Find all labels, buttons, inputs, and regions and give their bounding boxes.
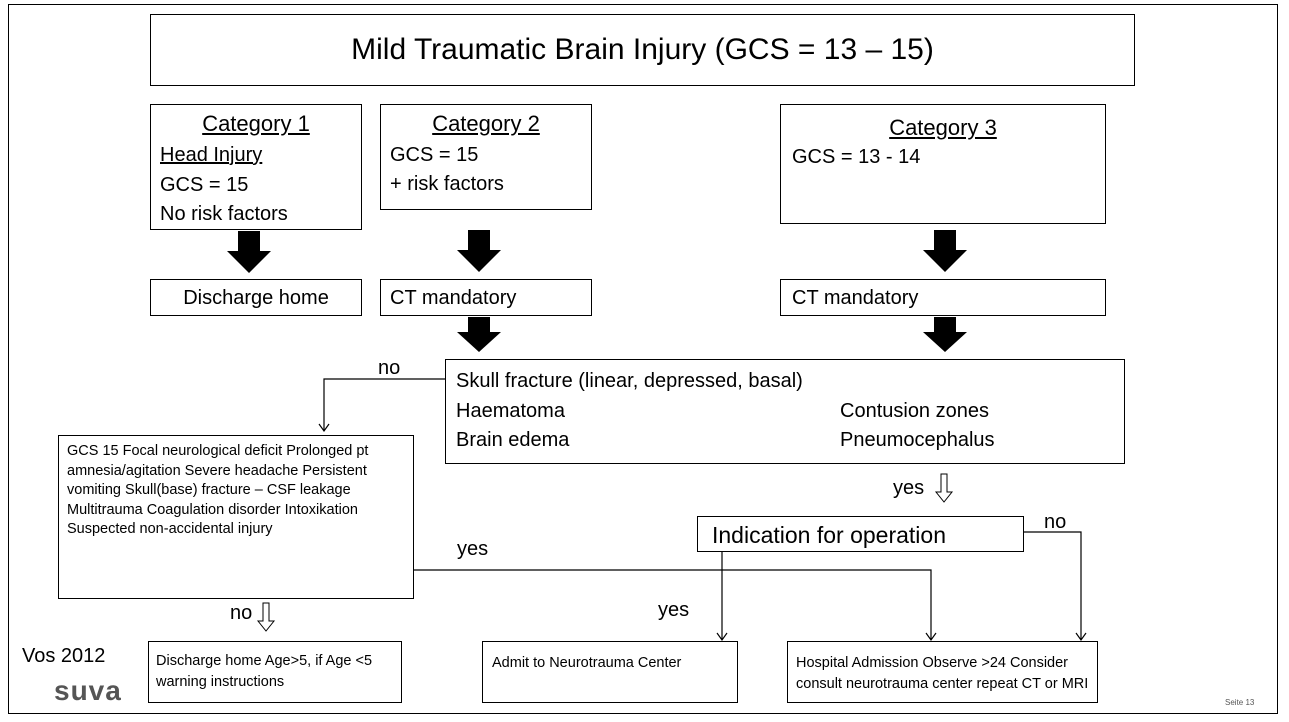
- discharge-age-box: Discharge home Age>5, if Age <5 warning …: [148, 641, 402, 703]
- category-1-heading: Category 1: [202, 111, 310, 136]
- ct-mandatory-3-box: CT mandatory: [780, 279, 1106, 316]
- indication-box: Indication for operation: [697, 516, 1024, 552]
- label-yes-findings: yes: [893, 477, 925, 499]
- ct-mandatory-2-text: CT mandatory: [390, 287, 517, 309]
- label-yes-risk: yes: [457, 538, 489, 560]
- label-no-risk: no: [230, 602, 253, 624]
- title-box: Mild Traumatic Brain Injury (GCS = 13 – …: [150, 14, 1135, 86]
- admit-neurotrauma-box: Admit to Neurotrauma Center: [482, 641, 738, 703]
- risk-factors-box: GCS 15 Focal neurological deficit Prolon…: [58, 435, 414, 599]
- category-3-heading: Category 3: [889, 115, 997, 140]
- hospital-admission-box: Hospital Admission Observe >24 Consider …: [787, 641, 1098, 703]
- category-1-line-2: No risk factors: [160, 203, 288, 225]
- discharge-home-box: Discharge home: [150, 279, 362, 316]
- page-number: Seite 13: [1225, 698, 1255, 707]
- category-2-box: Category 2 GCS = 15 + risk factors: [380, 104, 592, 210]
- findings-right-1: Contusion zones: [840, 400, 989, 422]
- slide-frame: [8, 4, 1278, 714]
- citation-text: Vos 2012: [22, 645, 106, 667]
- findings-left-1: Haematoma: [456, 400, 565, 422]
- category-3-line-1: GCS = 13 - 14: [792, 146, 921, 168]
- discharge-home-text: Discharge home: [183, 287, 329, 309]
- discharge-age-text: Discharge home Age>5, if Age <5 warning …: [156, 653, 373, 690]
- indication-text: Indication for operation: [712, 522, 946, 548]
- category-2-line-1: GCS = 15: [390, 144, 479, 166]
- category-2-line-2: + risk factors: [390, 173, 504, 195]
- category-3-box: Category 3 GCS = 13 - 14: [780, 104, 1106, 224]
- label-no-top: no: [378, 357, 401, 379]
- ct-mandatory-3-text: CT mandatory: [792, 287, 919, 309]
- title-text: Mild Traumatic Brain Injury (GCS = 13 – …: [351, 33, 934, 66]
- admit-neurotrauma-text: Admit to Neurotrauma Center: [492, 655, 682, 671]
- ct-findings-box: Skull fracture (linear, depressed, basal…: [445, 359, 1125, 464]
- risk-factors-text: GCS 15 Focal neurological deficit Prolon…: [67, 443, 369, 537]
- hospital-admission-text: Hospital Admission Observe >24 Consider …: [796, 655, 1089, 692]
- category-1-box: Category 1 Head Injury GCS = 15 No risk …: [150, 104, 362, 230]
- findings-line-1: Skull fracture (linear, depressed, basal…: [456, 370, 803, 392]
- category-1-line-1: GCS = 15: [160, 174, 249, 196]
- findings-left-2: Brain edema: [456, 429, 570, 451]
- suva-logo: suva: [54, 675, 122, 706]
- category-1-subheading: Head Injury: [160, 144, 263, 166]
- ct-mandatory-2-box: CT mandatory: [380, 279, 592, 316]
- category-2-heading: Category 2: [432, 111, 540, 136]
- label-no-indication: no: [1044, 511, 1067, 533]
- label-yes-indication: yes: [658, 599, 690, 621]
- findings-right-2: Pneumocephalus: [840, 429, 995, 451]
